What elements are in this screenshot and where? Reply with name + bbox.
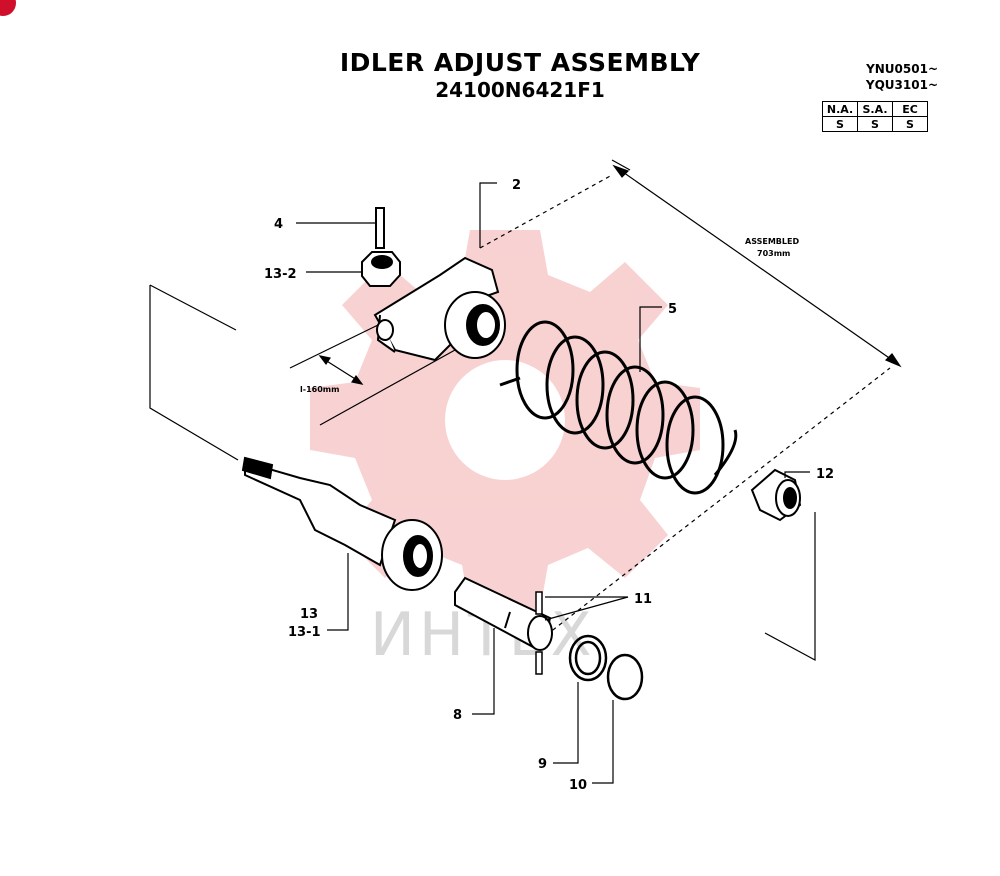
corner-marker bbox=[0, 0, 16, 16]
callout-2: 2 bbox=[512, 178, 521, 193]
callout-9: 9 bbox=[538, 757, 547, 772]
leader-lines bbox=[296, 182, 810, 784]
assembled-value: 703mm bbox=[757, 249, 790, 258]
callout-5: 5 bbox=[668, 302, 677, 317]
stroke-dimension bbox=[149, 284, 456, 461]
assembled-length-dimension bbox=[611, 159, 902, 368]
part-9-ring bbox=[568, 634, 608, 682]
callout-13-1: 13-1 bbox=[288, 625, 321, 640]
part-10-ring bbox=[606, 653, 644, 701]
assembled-label: ASSEMBLED bbox=[745, 237, 799, 246]
serial-range-1: YNU0501~ bbox=[866, 62, 938, 76]
part-13-2-nut bbox=[361, 251, 401, 287]
part-2-yoke bbox=[373, 256, 506, 362]
assembly-envelope-lines bbox=[479, 174, 891, 641]
callout-4: 4 bbox=[274, 217, 283, 232]
part-8-piston bbox=[454, 576, 553, 651]
part-11-pins bbox=[535, 591, 543, 675]
part-5-spring bbox=[499, 320, 738, 495]
applicability-table: N.A. S.A. EC S S S bbox=[822, 101, 928, 132]
callout-12: 12 bbox=[816, 467, 834, 482]
app-value-na: S bbox=[822, 116, 858, 132]
part-12-bushing bbox=[750, 468, 802, 522]
stroke-label: l-160mm bbox=[300, 385, 339, 394]
callout-8: 8 bbox=[453, 708, 462, 723]
serial-range-2: YQU3101~ bbox=[865, 78, 938, 92]
callout-11: 11 bbox=[634, 592, 652, 607]
callout-13: 13 bbox=[300, 607, 318, 622]
app-value-ec: S bbox=[892, 116, 928, 132]
callout-10: 10 bbox=[569, 778, 587, 793]
app-header-na: N.A. bbox=[822, 101, 858, 117]
part-4-grease-fitting bbox=[375, 207, 385, 249]
callout-13-2: 13-2 bbox=[264, 267, 297, 282]
right-bracket-lines bbox=[764, 512, 816, 662]
part-13-rod bbox=[241, 456, 443, 591]
diagram-title: IDLER ADJUST ASSEMBLY bbox=[339, 48, 701, 77]
part-number: 24100N6421F1 bbox=[435, 78, 605, 102]
